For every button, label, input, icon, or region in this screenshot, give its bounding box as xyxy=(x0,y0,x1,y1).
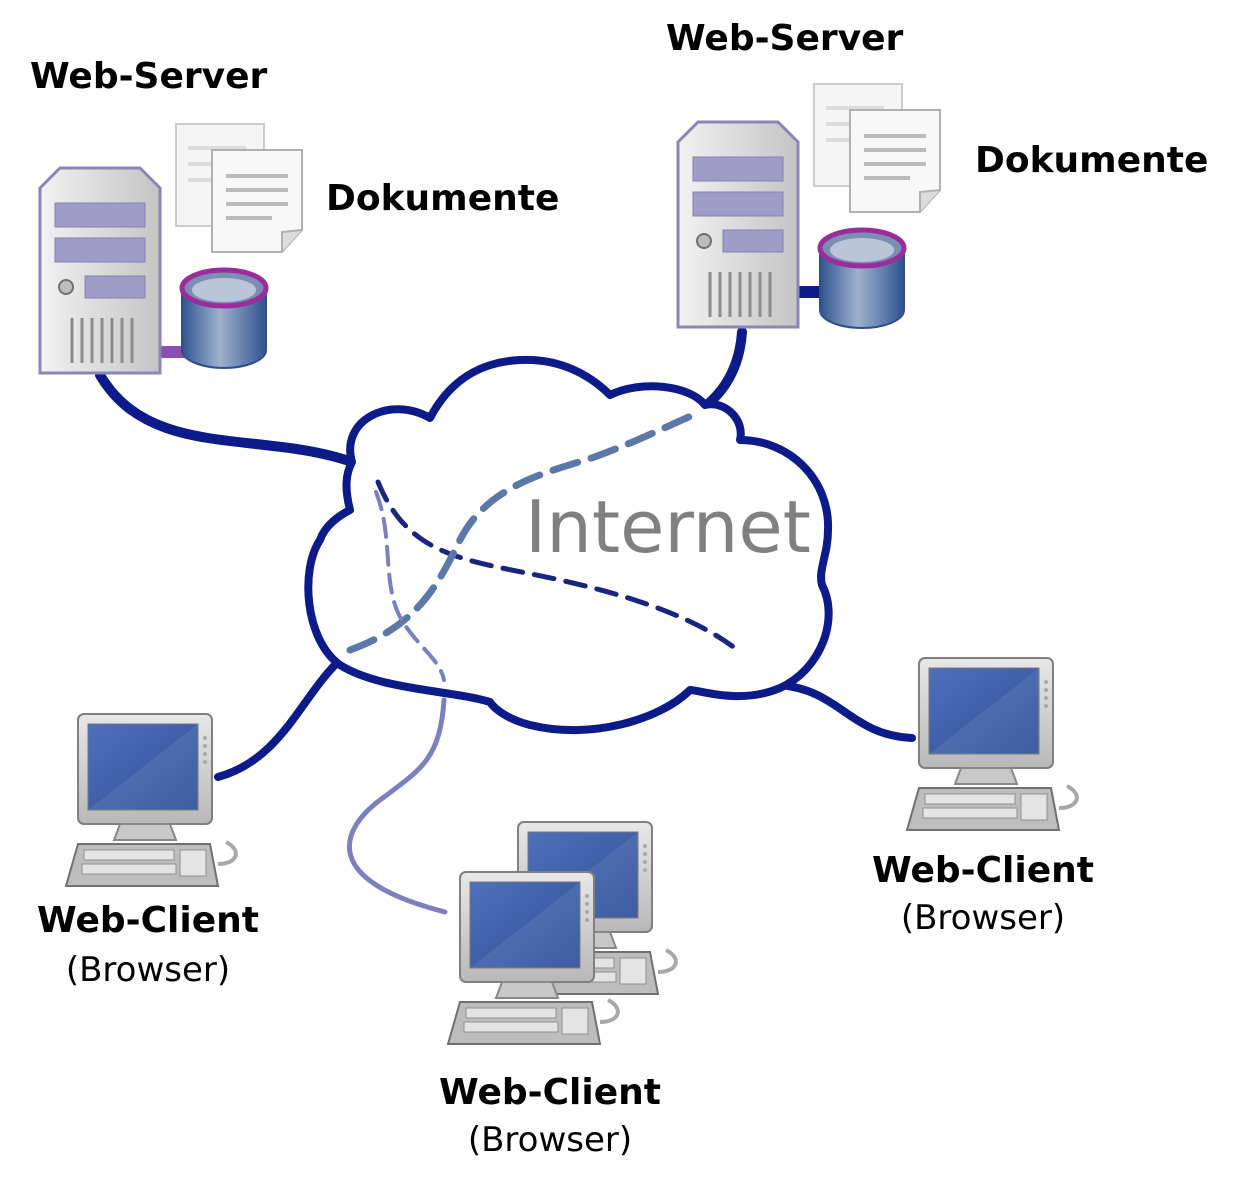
internet-cloud xyxy=(304,355,833,735)
link-client-middle xyxy=(346,697,448,915)
client-left-label: Web-Client xyxy=(37,900,259,941)
server-icon-right xyxy=(676,120,800,329)
client-middle-label: Web-Client xyxy=(439,1072,661,1113)
connection-lines xyxy=(95,286,916,915)
route-dark xyxy=(375,479,743,655)
link-client-right xyxy=(776,681,916,742)
documents-icon-left xyxy=(174,122,304,254)
server-right-label: Web-Server xyxy=(666,18,904,59)
route-blue xyxy=(346,408,704,654)
client-middle-sublabel: (Browser) xyxy=(467,1120,633,1160)
client-right-sublabel: (Browser) xyxy=(900,898,1066,938)
documents-icon-right xyxy=(812,82,942,214)
link-client-left xyxy=(214,660,340,781)
link-server-left xyxy=(95,370,357,467)
internet-routes xyxy=(346,408,743,682)
computer-icon-middle-front xyxy=(446,870,620,1046)
server-icon-left xyxy=(38,166,162,375)
server-left xyxy=(38,122,304,375)
link-server-right xyxy=(703,327,747,409)
client-left-sublabel: (Browser) xyxy=(65,950,231,990)
internet-label: Internet xyxy=(525,485,811,569)
server-left-label: Web-Server xyxy=(30,56,268,97)
client-right-label: Web-Client xyxy=(872,850,1094,891)
documents-left-label: Dokumente xyxy=(326,178,560,219)
database-icon-right xyxy=(820,230,904,328)
database-icon-left xyxy=(182,270,266,368)
computer-icon-left xyxy=(64,712,238,888)
computer-icon-right xyxy=(905,656,1079,832)
documents-right-label: Dokumente xyxy=(975,140,1209,181)
route-light xyxy=(374,490,446,682)
